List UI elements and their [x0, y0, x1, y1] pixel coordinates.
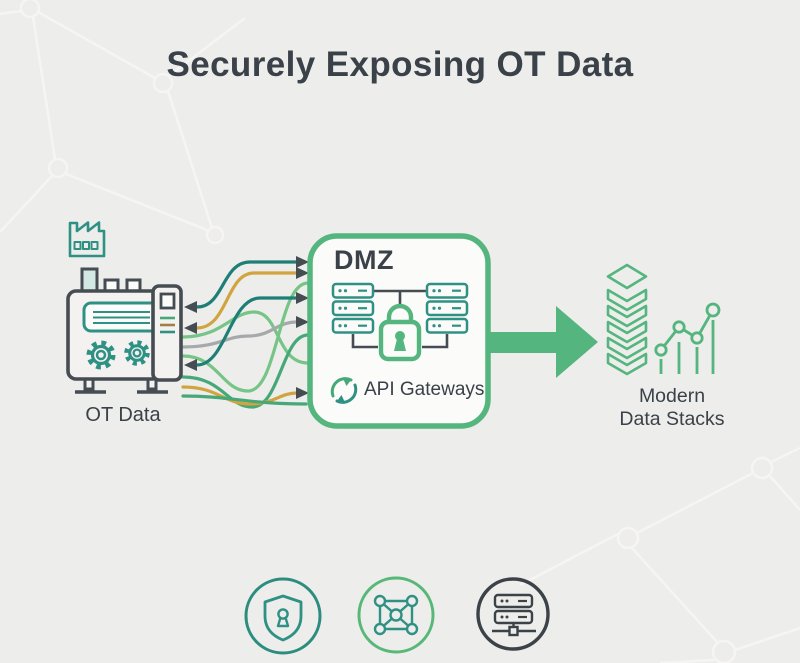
factory-icon [68, 221, 106, 258]
flow-line [195, 271, 299, 330]
network-bracket-lines [351, 289, 449, 349]
dmz-title: DMZ [334, 245, 394, 275]
sync-arrows-icon [330, 377, 358, 404]
gear-icon [124, 340, 150, 366]
gear-icon [86, 340, 116, 370]
server-rack-icon [425, 282, 469, 334]
server-badge [476, 577, 550, 651]
machine-io-panel [151, 284, 183, 382]
destination-label-line2: Data Stacks [619, 408, 725, 431]
flow-line [195, 260, 299, 309]
destination-label: Modern Data Stacks [591, 385, 753, 432]
machine-screen [82, 301, 161, 333]
dmz-box [307, 233, 491, 429]
network-mesh-badge [357, 576, 435, 654]
server-icon [492, 593, 536, 637]
arrow-right-icon [488, 306, 598, 378]
page-title: Securely Exposing OT Data [166, 45, 634, 85]
source-label: OT Data [85, 404, 161, 426]
flow-line [181, 385, 299, 406]
shield-keyhole-badge [244, 577, 322, 655]
api-gateways-label: API Gateways [364, 379, 485, 400]
flow-line [181, 281, 310, 393]
layer-stack-icon [606, 263, 648, 376]
network-mesh-icon [373, 594, 419, 636]
flow-line [181, 394, 308, 406]
flow-line [195, 296, 299, 367]
flow-arrowheads [184, 256, 309, 399]
shield-keyhole-icon [263, 594, 303, 642]
line-chart-icon [654, 302, 721, 374]
flow-line [181, 333, 310, 409]
data-flow-lines [181, 260, 310, 409]
ot-machine-icon [66, 267, 183, 394]
destination-label-line1: Modern [638, 385, 706, 407]
lock-icon [378, 303, 422, 362]
server-rack-icon [331, 282, 375, 334]
